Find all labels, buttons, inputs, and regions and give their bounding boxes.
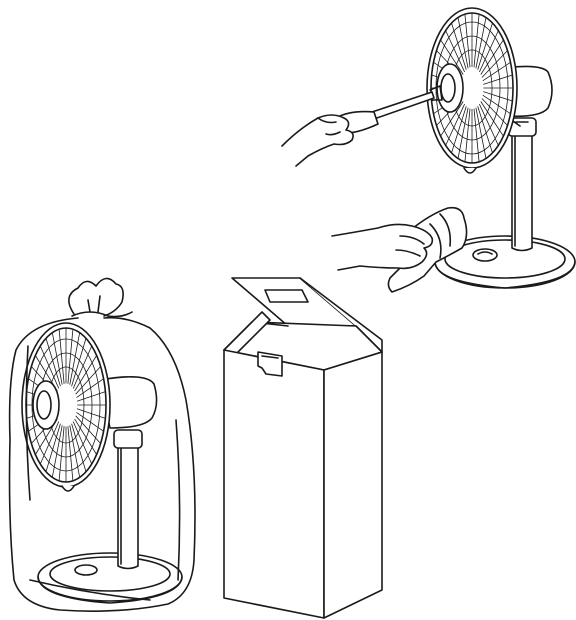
hand-icon: [282, 115, 353, 166]
boxing-scene: [224, 278, 382, 618]
fan-stand: [508, 118, 536, 251]
box-icon: [224, 278, 382, 618]
cleaning-scene: [282, 8, 575, 292]
brush-icon: [333, 86, 442, 133]
hand-icon: [332, 224, 432, 270]
fan-stand: [114, 430, 142, 569]
fan-icon: [22, 323, 110, 491]
bagging-scene: [10, 278, 196, 611]
